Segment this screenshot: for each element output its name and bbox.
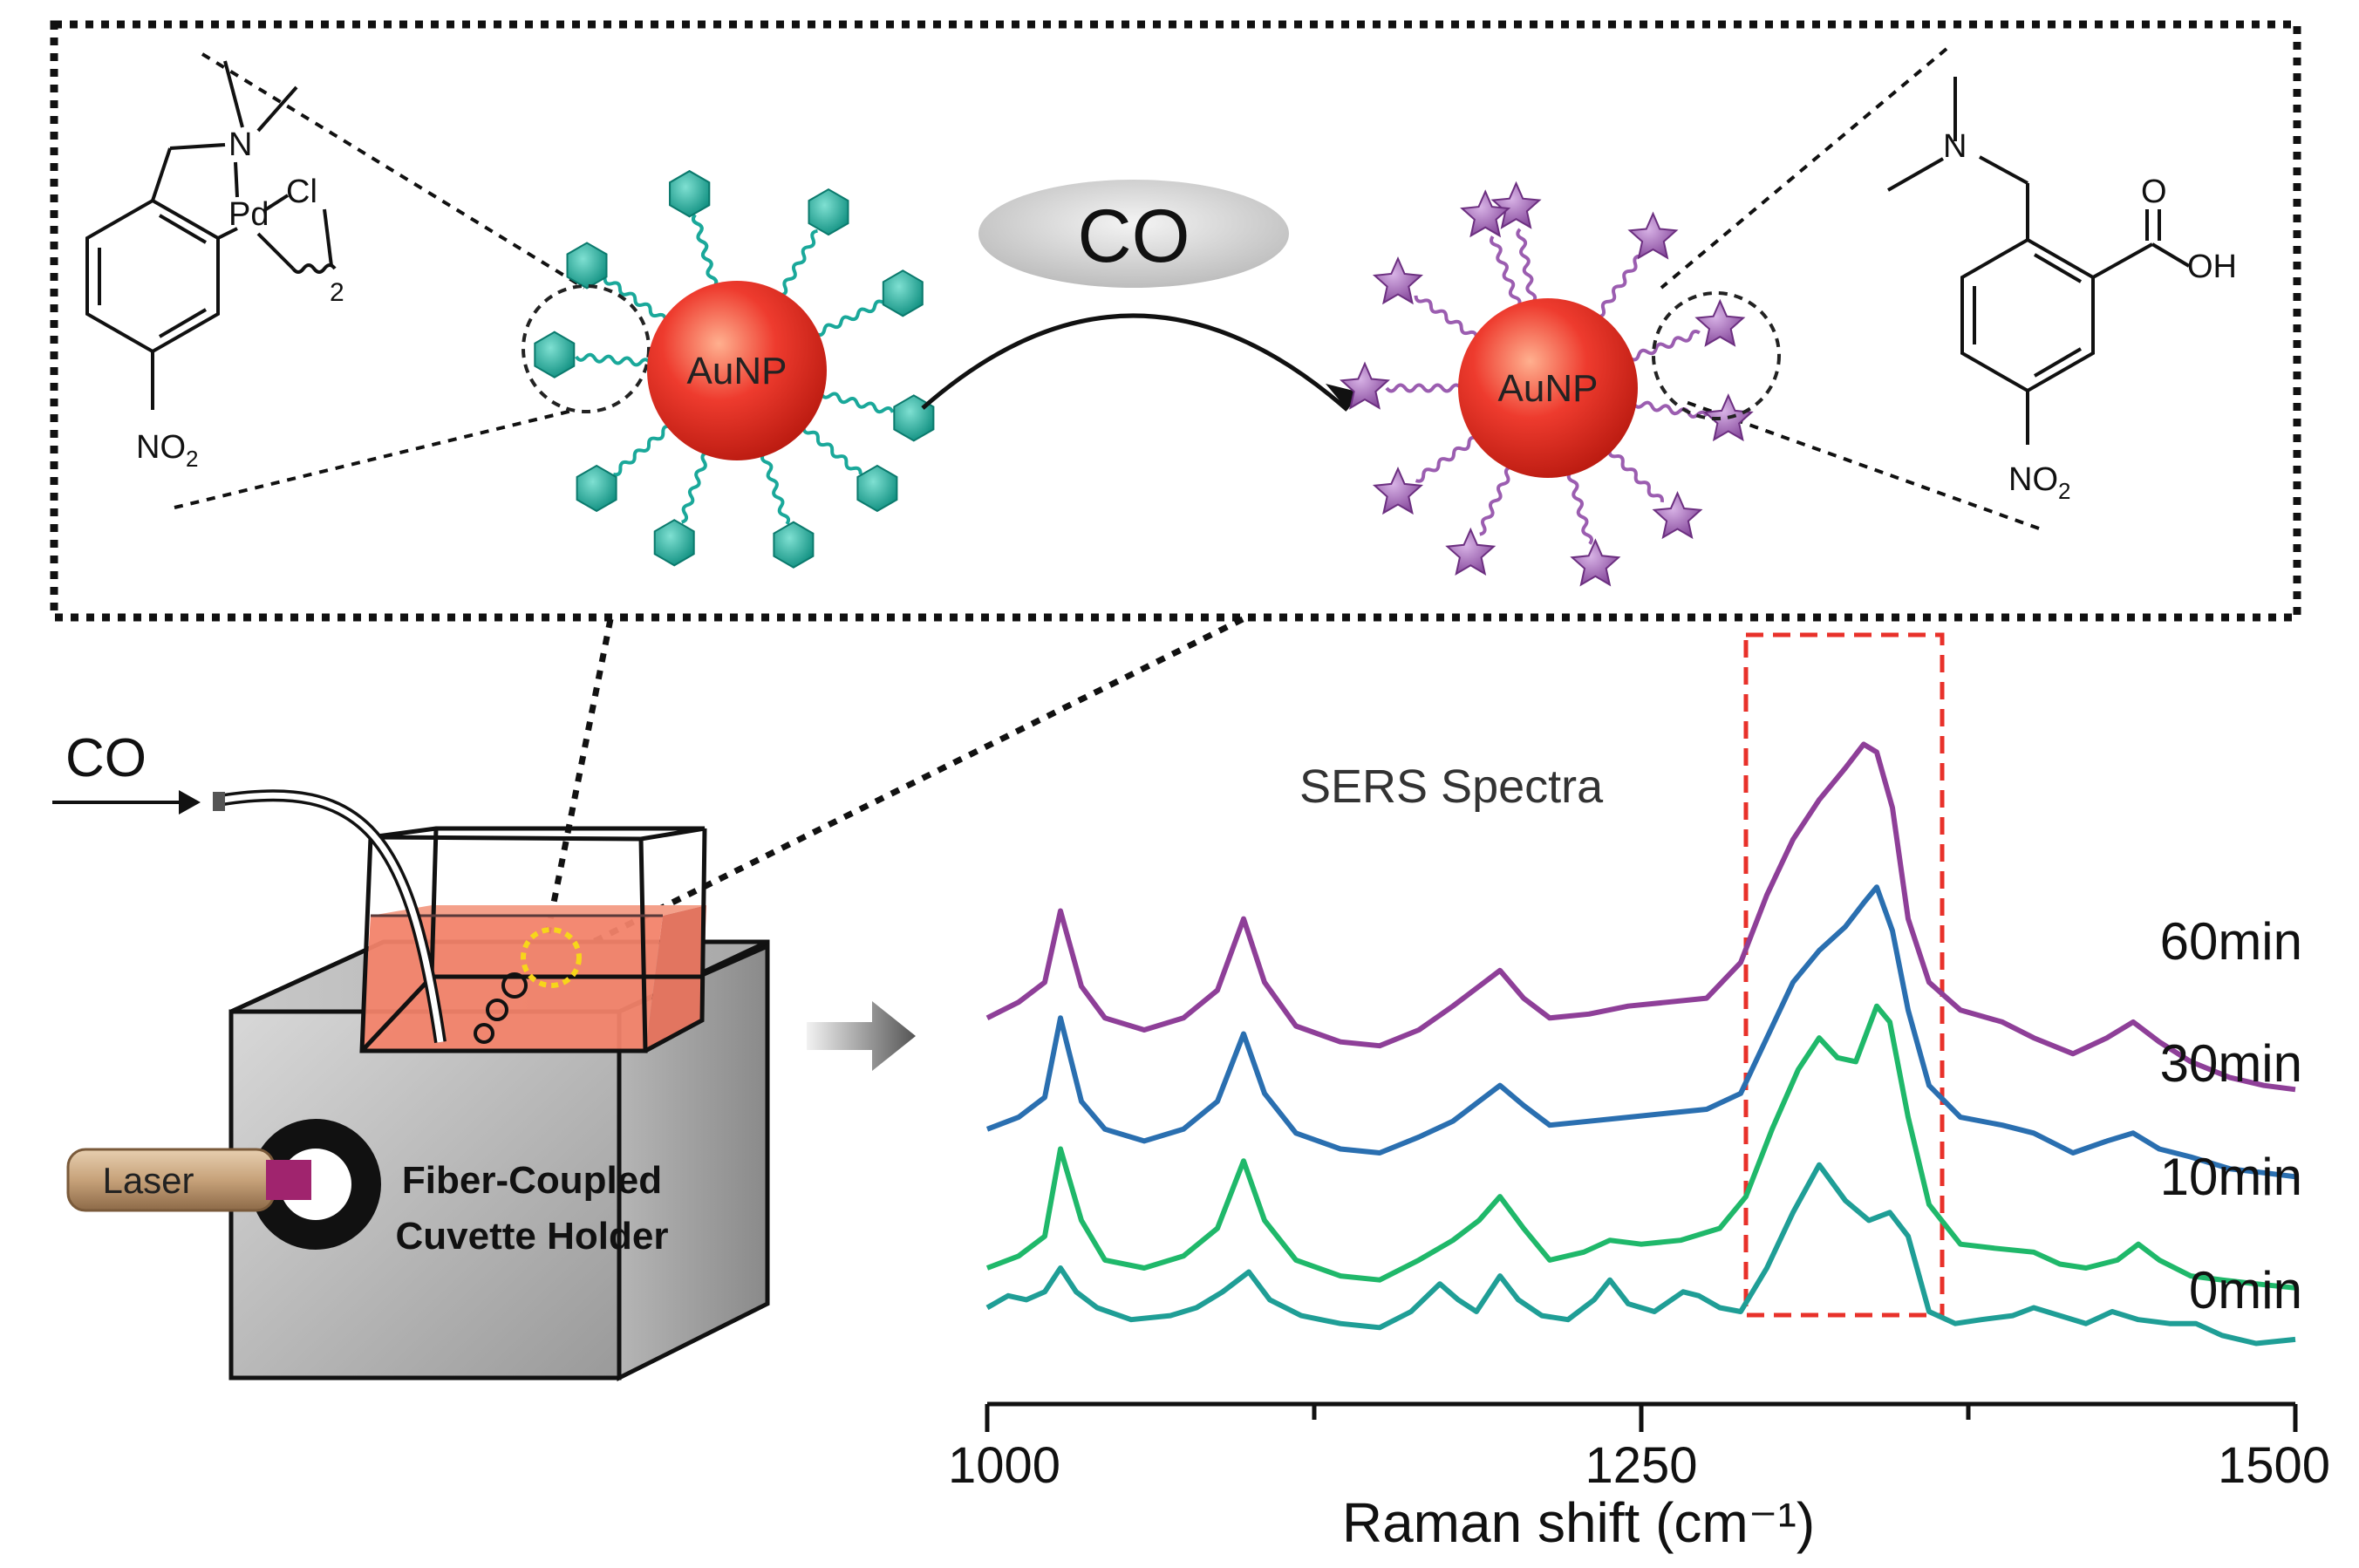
series-line-30min [985,884,2296,1180]
aunp-label-left: AuNP [687,350,787,392]
flow-arrow [807,1001,916,1071]
probe-ligand-hexagon [773,521,815,569]
probe-zoom-circle [522,284,651,413]
probe-atom-pd: Pd [228,196,269,233]
probe-ligand-hexagon [856,464,898,513]
ligand-linker [603,277,668,321]
probe-ligand-hexagon [576,464,617,513]
product-ligand-star [1694,298,1746,347]
co-reagent-ellipse [978,180,1289,288]
ligand-linker [780,228,818,297]
probe-atom-cl: Cl [286,174,317,210]
product-ligand-star [1445,527,1497,576]
ligand-linker [1415,435,1477,483]
laser-label: Laser [102,1160,194,1201]
product-ligand-star [1372,256,1423,305]
co-inlet-label: CO [65,728,147,788]
probe-aunp-group [534,170,935,569]
probe-molecule [85,60,337,410]
probe-ligand-hexagon [534,331,576,378]
co-reagent-label: CO [1078,194,1190,278]
product-ligand-star [1460,189,1511,238]
probe-benzene-ring [85,198,220,354]
product-zoom-circle [1652,291,1781,420]
probe-ligand-hexagon [566,242,608,290]
ligand-linker [681,451,708,524]
laser-source [66,1148,311,1212]
probe-ligand-hexagon [808,187,849,236]
series-label-layer: 0min 10min 30min 60min [2160,912,2302,1319]
co-inlet-arrowhead [179,790,201,815]
probe-ligand-hexagon [882,269,924,317]
ligand-linker [1566,471,1594,545]
ligand-linker [1490,235,1522,308]
aunp-core-right [1458,298,1638,478]
ligand-linker [1628,330,1701,362]
reaction-arrow [921,313,1349,412]
x-axis-label: Raman shift (cm⁻¹) [1342,1491,1815,1554]
highlight-region-box [1743,632,1945,1318]
ligand-linker [1598,254,1641,319]
series-layer [985,741,2296,1346]
scheme-panel-border [50,20,2301,622]
x-tick-label: 1000 [948,1437,1060,1494]
zoom-spot-circle [521,927,582,988]
ligand-linker [1414,295,1479,338]
series-label-60min: 60min [2160,912,2302,971]
product-atom-oh: OH [2187,249,2237,285]
product-ligand-star [1490,181,1542,229]
series-label-30min: 30min [2160,1034,2302,1093]
product-nitro-group: NO2 [2008,461,2070,504]
panel-to-cuvette-line-left [544,618,614,934]
product-ligand-star [1627,211,1679,260]
x-tick-layer: 1000 1250 1500 [948,1404,2330,1494]
sers-chart: SERS Spectra 0min 10min 30min 60min 1000 125… [948,632,2330,1554]
zoom-lines-left [174,47,2040,530]
ligand-linker [1632,400,1708,419]
probe-nitro-group: NO2 [136,429,198,472]
probe-atom-n: N [228,126,252,163]
aunp-label-right: AuNP [1498,367,1599,410]
series-label-10min: 10min [2160,1148,2302,1206]
probe-ligand-hexagon [669,170,711,218]
aunp-core-left [647,281,827,460]
ligand-linker [815,299,884,337]
ligand-linker [612,424,671,477]
ligand-linker [691,214,719,288]
ligand-linker [1479,465,1512,536]
ligand-linker [1385,383,1462,393]
cuvette [213,789,707,1053]
series-line-0min [985,1162,2296,1346]
probe-dimer-index: 2 [330,278,344,307]
series-line-60min [985,741,2296,1093]
product-ligand-star [1570,538,1621,587]
probe-ligand-hexagon [653,519,695,567]
chart-title: SERS Spectra [1299,760,1604,813]
product-atom-o: O [2141,174,2167,210]
x-tick-label: 1250 [1585,1437,1697,1494]
x-tick-label: 1500 [2218,1437,2330,1494]
ligand-linker [801,426,862,474]
ligand-linker [1607,449,1664,503]
ligand-linker [575,352,652,367]
product-ligand-star [1652,490,1703,540]
holder-label-line1: Fiber-Coupled [402,1159,662,1202]
product-benzene-ring [1960,237,2095,393]
ligand-linker [819,392,895,414]
product-ligand-star [1340,361,1390,410]
product-atom-n: N [1943,128,1967,165]
ligand-linker [1516,228,1537,303]
holder-label-line2: Cuvette Holder [396,1215,669,1258]
ligand-linker [760,452,791,526]
series-label-0min: 0min [2189,1261,2302,1319]
product-molecule [1887,77,2191,445]
product-ligand-star [1372,467,1423,515]
panel-to-cuvette-line-right [574,616,1244,954]
series-line-10min [985,1003,2296,1291]
